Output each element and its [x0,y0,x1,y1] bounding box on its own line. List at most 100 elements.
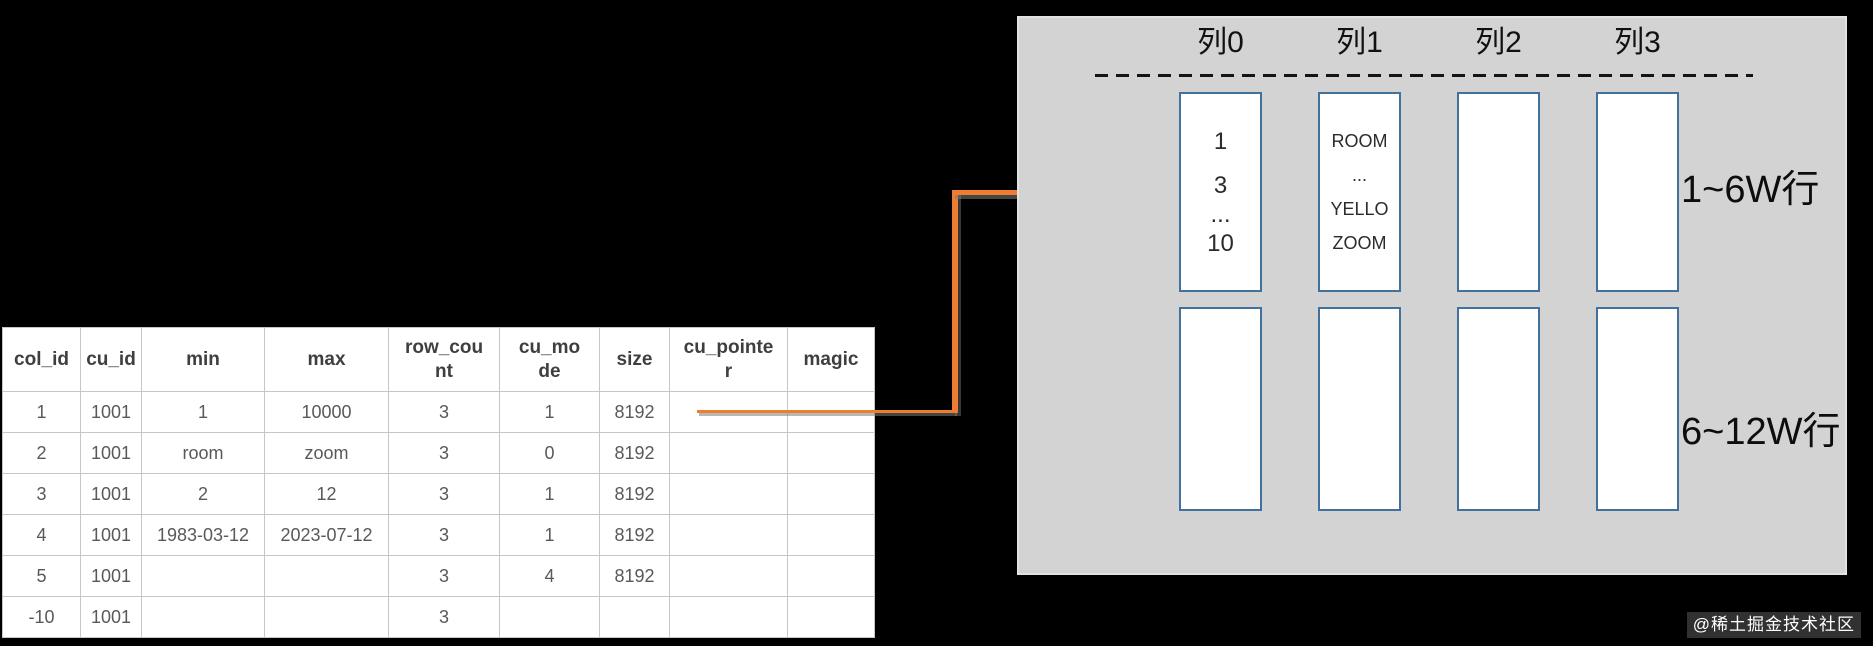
watermark-badge: @稀土掘金技术社区 [1686,612,1861,638]
table-cell: 3 [388,555,500,597]
column-label-1: 列1 [1336,26,1383,59]
table-cell [599,596,670,638]
table-cell: 8192 [599,514,670,556]
table-cell: room [141,432,265,474]
table-cell: 1001 [80,473,142,515]
table-cell: 3 [388,596,500,638]
cu-box-value: 3 [1213,171,1228,199]
cu-box-value: ... [1210,200,1231,228]
table-cell [669,432,788,474]
column-header-min: min [141,327,265,392]
column-header-label: magic [803,348,859,370]
cu-box-value: ... [1351,165,1367,185]
table-cell [787,432,875,474]
cu-box [1596,307,1679,511]
column-label-2: 列2 [1475,26,1522,59]
table-cell: 1 [499,514,600,556]
table-cell: 2023-07-12 [264,514,389,556]
table-cell: -10 [2,596,81,638]
row-range-label: 6~12W行 [1681,411,1841,453]
table-cell: 3 [388,432,500,474]
column-header-label: cu_mode [518,336,581,382]
cu-box-value: ROOM [1331,131,1388,151]
column-header-label: row_count [404,336,484,382]
table-cell [787,596,875,638]
cu-box [1318,307,1401,511]
table-header-row: col_id cu_id min max row_count cu_mode size cu_… [2,327,875,392]
column-header-label: max [307,348,346,370]
cu-box [1457,307,1540,511]
table-cell [787,555,875,597]
metadata-table: col_id cu_id min max row_count cu_mode size cu_… [2,327,875,638]
column-header-label: cu_pointer [683,336,774,382]
cu-box: ROOM... YELLO ZOOM [1318,92,1401,292]
column-header-magic: magic [787,327,875,392]
cu-box-value: 10 [1207,229,1234,257]
table-cell: 8192 [599,432,670,474]
table-cell: 8192 [599,473,670,515]
table-cell: 3 [388,514,500,556]
column-header-max: max [264,327,389,392]
cu-box [1179,307,1262,511]
table-cell: 1 [499,473,600,515]
table-cell: 1001 [80,391,142,433]
column-header-label: min [186,348,220,370]
row-range-label: 1~6W行 [1681,169,1820,211]
table-cell: 8192 [599,391,670,433]
table-cell: 1001 [80,514,142,556]
column-header-col_id: col_id [2,327,81,392]
table-cell: 12 [264,473,389,515]
table-cell: 8192 [599,555,670,597]
table-cell: 1983-03-12 [141,514,265,556]
table-cell: 2 [141,473,265,515]
column-label-3: 列3 [1614,26,1661,59]
column-header-cu_pointer: cu_pointer [669,327,788,392]
table-cell: 1001 [80,596,142,638]
column-header-label: size [616,348,653,370]
column-header-cu_mode: cu_mode [499,327,600,392]
table-cell: 1 [141,391,265,433]
column-header-size: size [599,327,670,392]
table-cell [669,555,788,597]
column-header-row_count: row_count [388,327,500,392]
table-cell: 3 [2,473,81,515]
column-header-label: col_id [14,348,69,370]
table-cell: 10000 [264,391,389,433]
cu-box: 1 3...10 [1179,92,1262,292]
table-cell [669,596,788,638]
table-cell: 0 [499,432,600,474]
table-cell [141,596,265,638]
cu-box-value: 1 [1213,127,1228,155]
table-cell [669,514,788,556]
table-cell [669,473,788,515]
cu-box-value: YELLO [1330,199,1389,219]
table-cell: 3 [388,391,500,433]
table-cell: zoom [264,432,389,474]
table-cell [264,555,389,597]
column-header-label: cu_id [86,348,136,370]
table-cell [787,514,875,556]
table-cell [499,596,600,638]
table-cell [141,555,265,597]
cu-box [1457,92,1540,292]
column-header-cu_id: cu_id [80,327,142,392]
table-cell: 1001 [80,555,142,597]
table-cell: 3 [388,473,500,515]
column-label-0: 列0 [1197,26,1244,59]
table-cell: 2 [2,432,81,474]
cu-box [1596,92,1679,292]
table-cell: 1 [2,391,81,433]
table-cell [264,596,389,638]
cu-box-value: ZOOM [1332,233,1387,253]
table-cell: 4 [2,514,81,556]
table-cell: 4 [499,555,600,597]
table-cell: 5 [2,555,81,597]
